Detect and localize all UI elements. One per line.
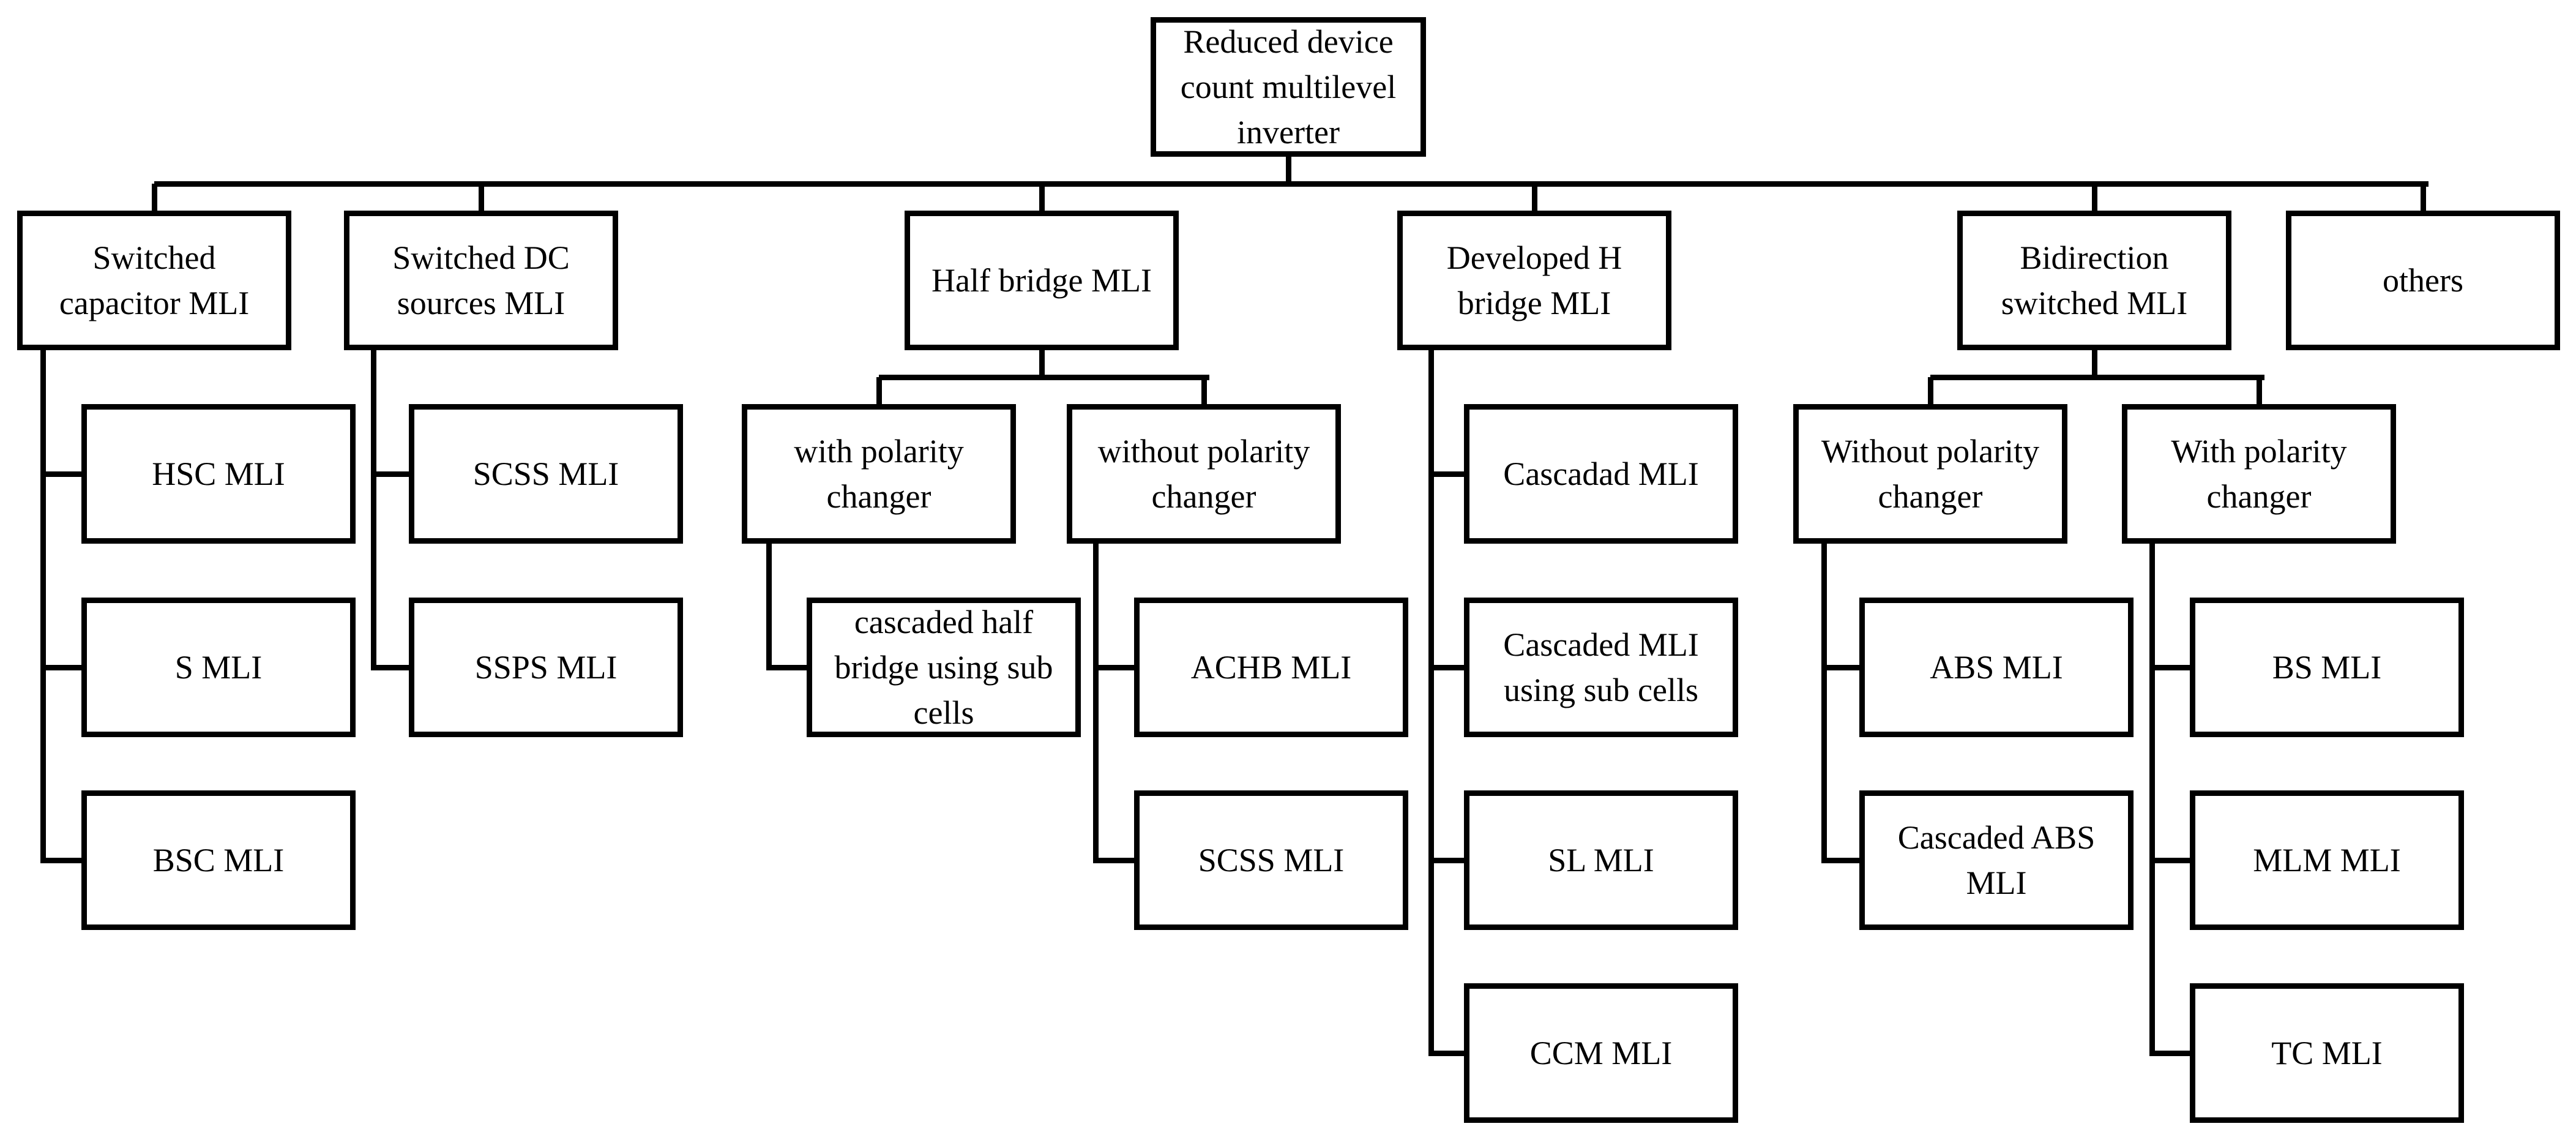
connector-line [1428,350,1434,1056]
connector-line [766,544,772,670]
connector-line [2091,350,2097,380]
node-s-mli: S MLI [81,598,356,737]
connector-line [478,184,484,214]
node-root: Reduced device count multilevel inverter [1151,17,1426,157]
node-developed-h-bridge-mli: Developed H bridge MLI [1397,211,1671,350]
node-mlm-mli: MLM MLI [2190,790,2464,930]
connector-line [2152,857,2195,863]
connector-line [879,374,1209,380]
connector-line [1431,857,1469,863]
connector-line [1096,664,1140,670]
node-cascaded-abs-mli: Cascaded ABS MLI [1859,790,2134,930]
connector-line [769,664,812,670]
connector-line [373,664,414,670]
connector-line [1285,157,1291,187]
connector-line [2152,1050,2195,1056]
node-abs-mli: ABS MLI [1859,598,2134,737]
connector-line [2420,184,2426,214]
node-ccm-mli: CCM MLI [1464,983,1738,1123]
connector-line [370,350,376,670]
connector-line [2256,377,2262,407]
connector-line [1930,374,2264,380]
node-half-bridge-with-polarity-changer: with polarity changer [742,404,1016,544]
connector-line [43,857,87,863]
connector-line [1531,184,1537,214]
node-achb-mli: ACHB MLI [1134,598,1408,737]
connector-line [2149,544,2155,1056]
connector-line [40,350,46,863]
connector-line [43,471,87,477]
node-tc-mli: TC MLI [2190,983,2464,1123]
connector-line [1092,544,1099,863]
node-scss-mli-hb: SCSS MLI [1134,790,1408,930]
node-bsc-mli: BSC MLI [81,790,356,930]
connector-line [1821,544,1827,863]
connector-line [2152,664,2195,670]
connector-line [1824,664,1865,670]
node-bidirection-switched-mli: Bidirection switched MLI [1957,211,2231,350]
connector-line [1431,1050,1469,1056]
node-bidirection-without-polarity-changer: Without polarity changer [1793,404,2067,544]
connector-line [1039,350,1045,380]
connector-line [1431,471,1469,477]
connector-line [876,377,882,407]
connector-line [154,181,2429,187]
node-cascadad-mli: Cascadad MLI [1464,404,1738,544]
node-scss-mli-dc: SCSS MLI [409,404,683,544]
connector-line [1096,857,1140,863]
node-half-bridge-mli: Half bridge MLI [905,211,1179,350]
node-bs-mli: BS MLI [2190,598,2464,737]
connector-line [1927,377,1933,407]
connector-line [1431,664,1469,670]
connector-line [373,471,414,477]
node-hsc-mli: HSC MLI [81,404,356,544]
node-half-bridge-without-polarity-changer: without polarity changer [1067,404,1341,544]
node-switched-capacitor-mli: Switched capacitor MLI [17,211,291,350]
node-switched-dc-sources-mli: Switched DC sources MLI [344,211,618,350]
connector-line [1824,857,1865,863]
connector-line [151,184,157,214]
connector-line [2091,184,2097,214]
node-cascaded-half-bridge-sub-cells: cascaded half bridge using sub cells [807,598,1081,737]
node-others: others [2286,211,2560,350]
node-ssps-mli: SSPS MLI [409,598,683,737]
connector-line [1039,184,1045,214]
connector-line [1201,377,1207,407]
node-bidirection-with-polarity-changer: With polarity changer [2122,404,2396,544]
node-sl-mli: SL MLI [1464,790,1738,930]
node-cascaded-mli-sub-cells: Cascaded MLI using sub cells [1464,598,1738,737]
connector-line [43,664,87,670]
